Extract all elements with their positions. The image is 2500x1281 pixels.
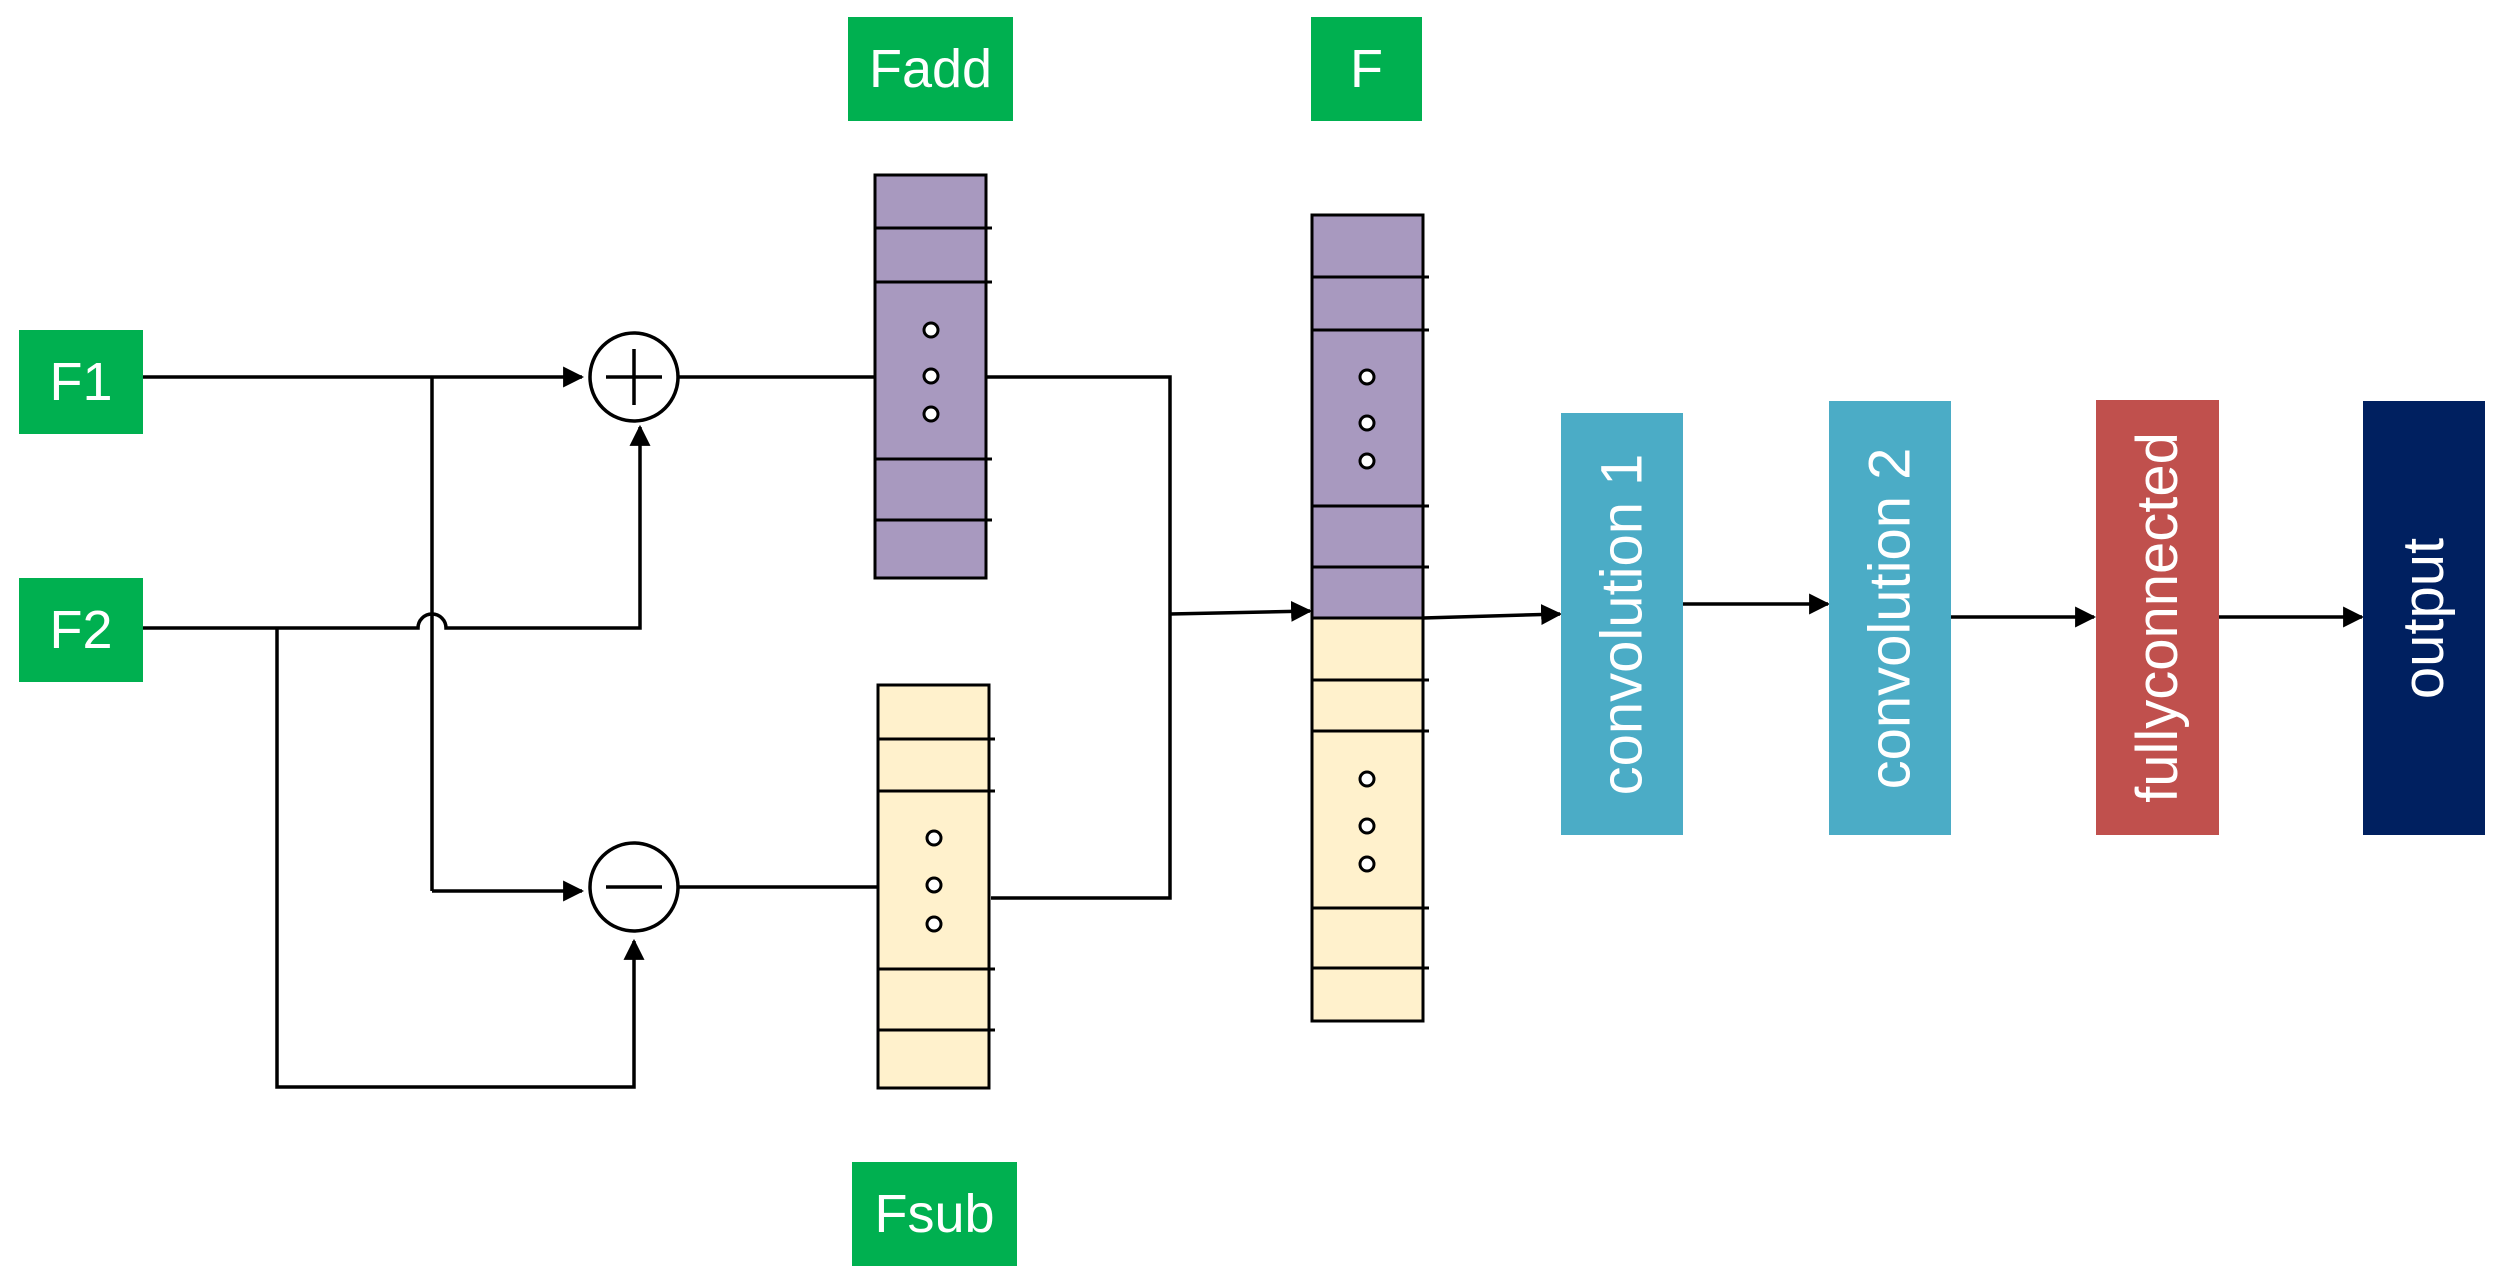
f-vector <box>1310 213 1429 1023</box>
f2-connector <box>143 424 651 630</box>
fadd-vector <box>873 173 992 580</box>
fadd-merge-connector <box>986 375 1172 900</box>
fsub-label: Fsub <box>852 1162 1017 1266</box>
fullyconnected-block: fullyconnected <box>2096 400 2219 835</box>
f1-label: F1 <box>19 330 143 434</box>
convolution-2-block: convolution 2 <box>1829 401 1951 835</box>
f2-to-subtract-connector <box>275 628 645 1089</box>
fadd-label: Fadd <box>848 17 1013 121</box>
f-label: F <box>1311 17 1422 121</box>
convolution-1-block: convolution 1 <box>1561 413 1683 835</box>
convolution-1-label: convolution 1 <box>1589 453 1655 795</box>
fsub-vector <box>876 683 995 1090</box>
f2-label: F2 <box>19 578 143 682</box>
output-label: output <box>2391 537 2457 699</box>
convolution-2-label: convolution 2 <box>1857 447 1923 789</box>
add-operator <box>588 331 680 423</box>
output-block: output <box>2363 401 2485 835</box>
merge-to-f-connector <box>1169 600 1313 622</box>
subtract-operator <box>588 841 680 933</box>
fullyconnected-label: fullyconnected <box>2125 432 2190 803</box>
f-to-conv1-connector <box>1422 604 1563 626</box>
